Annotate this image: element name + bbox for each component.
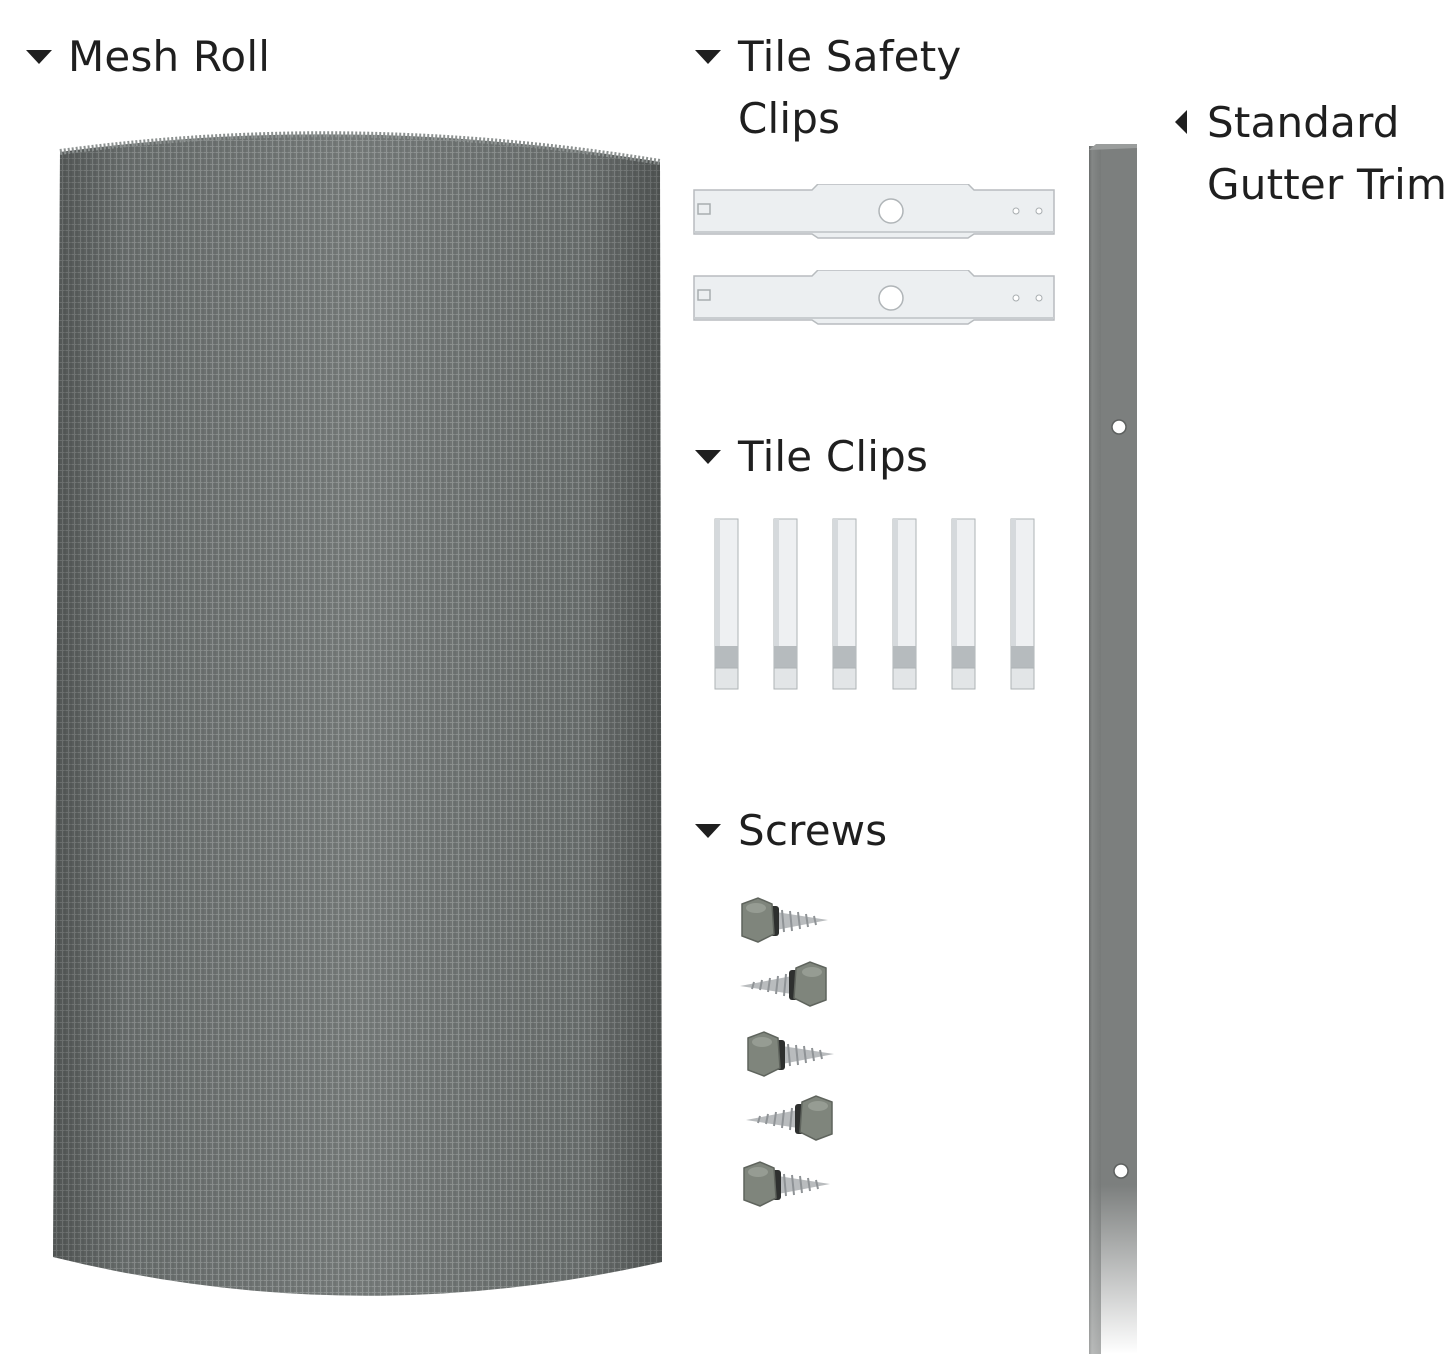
tile-safety-clips-caret-down-icon[interactable] [695,50,721,64]
mesh-roll-label: Mesh Roll [68,32,271,81]
screw-4 [742,1094,838,1144]
screw-3 [742,1030,838,1080]
mesh-roll-image [50,122,665,1314]
standard-gutter-trim-image [1086,142,1142,1354]
tile-safety-clip-1 [692,184,1058,240]
screw-2 [736,960,832,1010]
standard-gutter-trim-label: Standard Gutter Trim [1207,98,1445,209]
standard-gutter-trim-caret-left-icon[interactable] [1175,110,1187,134]
tile-clip-6 [1010,518,1036,692]
screw-5 [738,1160,834,1210]
mesh-roll-caret-down-icon[interactable] [26,50,52,64]
tile-clip-5 [951,518,977,692]
screw-1 [736,896,832,946]
tile-safety-clip-2 [692,270,1058,326]
tile-clip-1 [714,518,740,692]
tile-safety-clips-label: Tile Safety Clips [738,32,962,143]
screws-caret-down-icon[interactable] [695,824,721,838]
tile-clips-caret-down-icon[interactable] [695,450,721,464]
tile-clips-label: Tile Clips [738,432,929,481]
tile-clip-2 [773,518,799,692]
screws-label: Screws [738,806,888,855]
tile-clip-3 [832,518,858,692]
tile-clip-4 [892,518,918,692]
